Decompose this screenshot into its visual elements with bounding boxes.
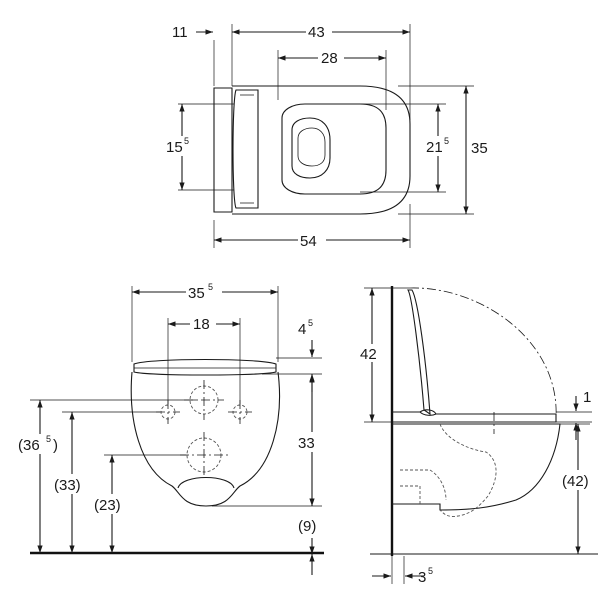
dim-42: 42 bbox=[360, 346, 377, 363]
front-view: 35 5 18 4 5 33 (36 5 ) (33) (23) (9) bbox=[16, 282, 326, 575]
dim-15-base: 15 bbox=[166, 139, 183, 156]
dim-42-paren: (42) bbox=[562, 473, 589, 490]
side-view-swing-arc bbox=[409, 287, 557, 419]
front-view-bowl bbox=[130, 371, 281, 507]
dim-35: 35 bbox=[471, 140, 488, 157]
top-view-bowl-opening bbox=[291, 117, 331, 179]
top-view-bowl-outline bbox=[232, 85, 411, 215]
dim-4-5: 4 bbox=[298, 321, 306, 338]
dim-36-5: (36 bbox=[18, 437, 40, 454]
dim-9-paren: (9) bbox=[298, 518, 316, 535]
dim-3-5-sup: 5 bbox=[428, 566, 433, 576]
dim-23-paren: (23) bbox=[94, 497, 121, 514]
side-view-bowl bbox=[392, 423, 561, 511]
top-view-seat-inner bbox=[281, 103, 387, 195]
dim-21-sup: 5 bbox=[444, 136, 449, 146]
side-view-seat bbox=[392, 409, 557, 423]
dim-4-5-sup: 5 bbox=[308, 318, 313, 328]
dim-33: 33 bbox=[298, 435, 315, 452]
dim-15-sup: 5 bbox=[184, 136, 189, 146]
side-view-trap bbox=[400, 423, 497, 517]
side-view-lid bbox=[406, 289, 431, 416]
dim-35-5: 35 bbox=[188, 285, 205, 302]
dim-28: 28 bbox=[321, 50, 338, 67]
top-view-seat-hinge bbox=[232, 89, 259, 209]
dim-36-5-sup: 5 bbox=[46, 434, 51, 444]
dim-21-base: 21 bbox=[426, 139, 443, 156]
front-view-fixing-holes bbox=[156, 380, 252, 478]
dim-33-paren: (33) bbox=[54, 477, 81, 494]
dim-36-5-close: ) bbox=[53, 437, 58, 454]
dim-43: 43 bbox=[308, 24, 325, 41]
side-view: 42 1 (42) 3 5 bbox=[358, 286, 598, 586]
front-view-seat bbox=[133, 358, 277, 376]
dim-54: 54 bbox=[300, 233, 317, 250]
dim-1: 1 bbox=[583, 389, 591, 406]
top-view: 11 43 28 15 5 21 5 35 54 bbox=[164, 22, 494, 250]
dim-18: 18 bbox=[193, 316, 210, 333]
dim-11: 11 bbox=[172, 24, 188, 41]
top-view-wall-outline bbox=[213, 87, 233, 213]
dim-3-5: 3 bbox=[418, 569, 426, 586]
dim-35-5-sup: 5 bbox=[208, 282, 213, 292]
